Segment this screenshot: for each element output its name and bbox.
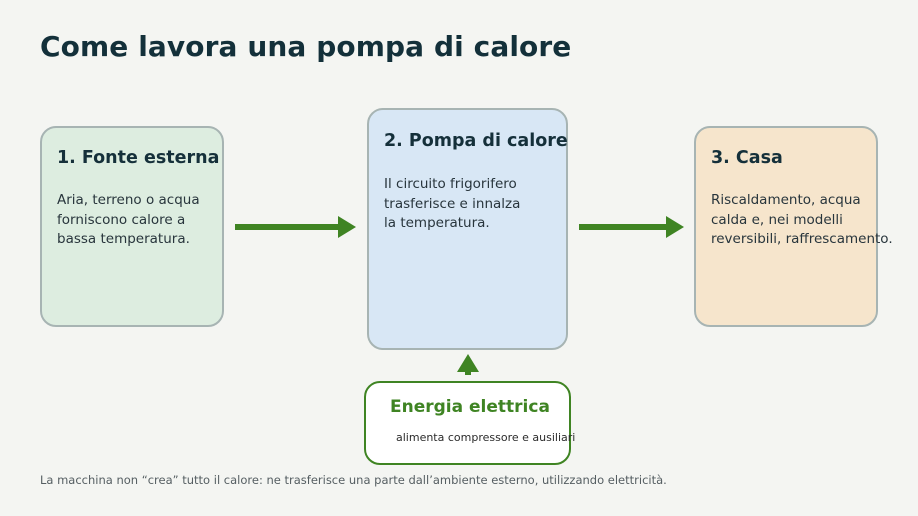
step-box-source: 1. Fonte esterna Aria, terreno o acqua fo… bbox=[40, 126, 224, 327]
step-text-heat-pump: Il circuito frigorifero trasferisce e inn… bbox=[384, 175, 520, 234]
energy-input-box: Energia elettrica alimenta compressore e… bbox=[364, 381, 575, 465]
step-text-line: Aria, terreno o acqua bbox=[57, 192, 200, 208]
arrow-source-to-pump bbox=[235, 216, 356, 238]
arrow-energy-to-pump bbox=[457, 354, 479, 375]
step-text-line: Riscaldamento, acqua bbox=[711, 192, 861, 208]
step-title-source: 1. Fonte esterna bbox=[57, 148, 220, 168]
step-box-home: 3. Casa Riscaldamento, acqua calda e, nei… bbox=[694, 126, 893, 327]
step-text-line: Il circuito frigorifero bbox=[384, 176, 517, 192]
step-text-line: bassa temperatura. bbox=[57, 231, 190, 247]
step-title-heat-pump: 2. Pompa di calore bbox=[384, 131, 568, 151]
step-text-line: forniscono calore a bbox=[57, 211, 186, 228]
step-text-line: la temperatura. bbox=[384, 215, 490, 231]
step-text-home: Riscaldamento, acqua calda e, nei modelli… bbox=[711, 191, 893, 250]
step-text-line: trasferisce e innalza bbox=[384, 195, 521, 212]
diagram-title: Come lavora una pompa di calore bbox=[40, 30, 572, 63]
step-text-line: reversibili, raffrescamento. bbox=[711, 231, 893, 247]
step-box-heat-pump: 2. Pompa di calore Il circuito frigorife… bbox=[367, 108, 568, 350]
energy-title: Energia elettrica bbox=[390, 397, 550, 417]
arrow-pump-to-home bbox=[579, 216, 684, 238]
footnote: La macchina non “crea” tutto il calore: … bbox=[40, 473, 667, 487]
step-text-line: calda e, nei modelli bbox=[711, 211, 843, 228]
step-title-home: 3. Casa bbox=[711, 148, 783, 168]
step-text-source: Aria, terreno o acqua forniscono calore a… bbox=[57, 191, 200, 250]
energy-text: alimenta compressore e ausiliari bbox=[396, 431, 576, 444]
